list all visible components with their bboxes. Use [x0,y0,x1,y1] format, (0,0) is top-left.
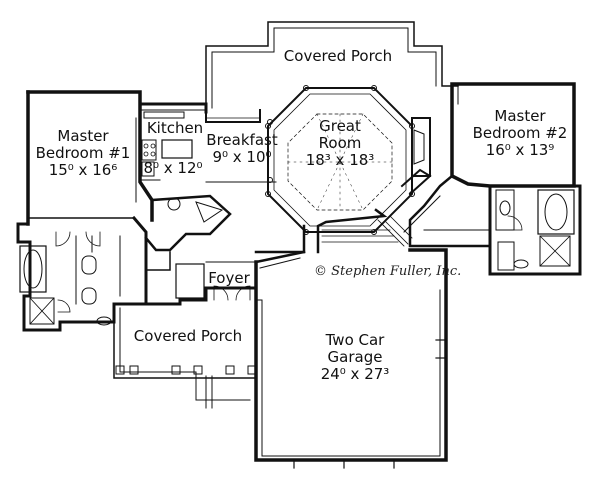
covered-porch-top-outline [205,21,459,109]
master-bedroom-1-walls [26,90,154,226]
room-name: Foyer [208,269,250,287]
foyer-walls [144,237,258,306]
stairs [254,208,413,254]
room-dimensions: 24⁰ x 27³ [320,364,390,383]
room-name-line1: Great [319,117,361,135]
garage-walls [254,248,448,469]
room-dimensions: 15⁰ x 16⁶ [48,160,118,179]
master-bath-2 [488,184,582,276]
room-label-master-bedroom-2: Master Bedroom #2 16⁰ x 13⁹ [466,108,574,158]
room-dims-kitchen: 8⁰ x 12⁰ [140,160,206,177]
room-label-kitchen: Kitchen [142,120,208,137]
room-label-great-room: Great Room 18³ x 18³ [300,118,380,168]
great-room-octagon [265,85,415,235]
room-name: Kitchen [146,119,204,137]
room-label-covered-porch-top: Covered Porch [272,48,404,65]
covered-porch-bottom-outline [113,303,257,409]
room-dimensions: 8⁰ x 12⁰ [143,159,203,177]
room-name: Breakfast [206,131,278,149]
master-bath-1 [16,215,148,332]
room-dimensions: 16⁰ x 13⁹ [485,140,555,159]
room-name-line1: Master [57,127,109,145]
room-label-foyer: Foyer [204,270,254,287]
room-name-line1: Two Car [325,331,385,349]
room-name-line2: Bedroom #1 [35,143,131,162]
room-name-line2: Garage [327,347,383,366]
room-name-line2: Bedroom #2 [472,123,568,142]
room-dimensions: 9⁰ x 10⁰ [212,147,272,166]
room-dimensions: 18³ x 18³ [305,150,375,169]
copyright-notice: © Stephen Fuller, Inc. [314,264,461,279]
room-label-covered-porch-bottom: Covered Porch [124,328,252,345]
laundry-area [144,194,232,252]
room-label-breakfast: Breakfast 9⁰ x 10⁰ [202,132,282,166]
room-name-line1: Master [494,107,546,125]
room-label-master-bedroom-1: Master Bedroom #1 15⁰ x 16⁶ [28,128,138,178]
room-label-garage: Two Car Garage 24⁰ x 27³ [300,332,410,382]
hall-closets-right [403,174,492,248]
copyright-text: Stephen Fuller, Inc. [331,264,462,279]
room-name: Covered Porch [283,47,393,65]
copyright-symbol: © [314,264,327,279]
room-name: Covered Porch [133,327,243,345]
kitchen-walls [138,102,208,181]
room-name-line2: Room [318,133,362,152]
